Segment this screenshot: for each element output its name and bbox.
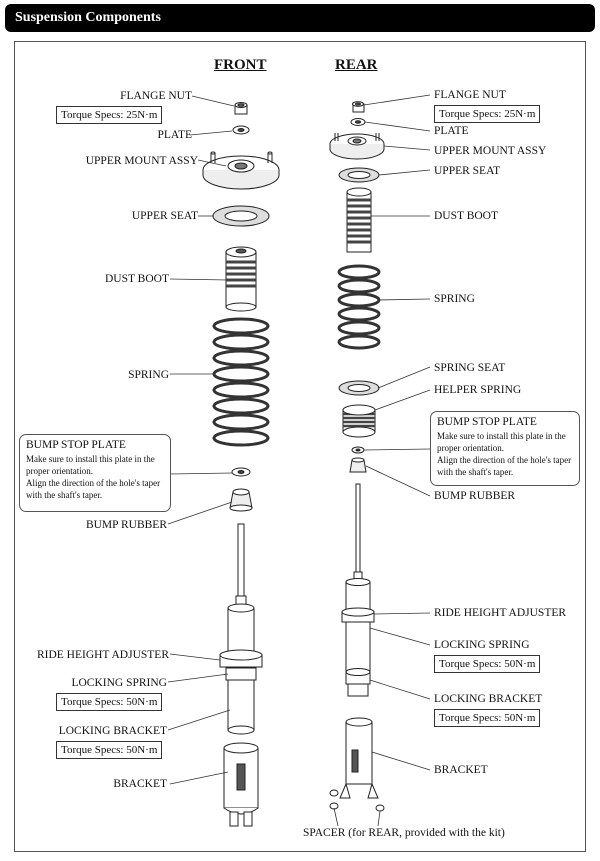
header-title: Suspension Components bbox=[15, 10, 161, 25]
front-ride-height-label: RIDE HEIGHT ADJUSTER bbox=[36, 649, 169, 661]
rear-spring-label: SPRING bbox=[434, 293, 475, 305]
front-note-line-4: with the shaft's taper. bbox=[26, 490, 103, 500]
rear-bracket-label: BRACKET bbox=[434, 764, 488, 776]
front-torque-locking-spring-box: Torque Specs: 50N·m bbox=[56, 693, 163, 711]
rear-bump-stop-note: BUMP STOP PLATE Make sure to install thi… bbox=[430, 411, 580, 486]
rear-locking-bracket-label: LOCKING BRACKET bbox=[434, 693, 543, 705]
rear-torque-locking-spring-box: Torque Specs: 50N·m bbox=[434, 655, 541, 673]
front-upper-seat-label: UPPER SEAT bbox=[131, 210, 198, 222]
front-note-line-1: Make sure to install this plate in the bbox=[26, 454, 155, 464]
rear-upper-mount-label: UPPER MOUNT ASSY bbox=[434, 145, 547, 157]
front-column-title: FRONT bbox=[214, 57, 267, 73]
rear-flange-nut bbox=[352, 101, 365, 113]
front-spring-label: SPRING bbox=[128, 369, 169, 381]
leader-lines bbox=[167, 94, 431, 827]
front-flange-nut bbox=[234, 102, 248, 115]
front-spring bbox=[212, 317, 270, 447]
rear-flange-nut-label: FLANGE NUT bbox=[434, 89, 506, 101]
rear-upper-mount bbox=[329, 133, 385, 160]
front-bump-stop-plate bbox=[231, 467, 251, 477]
rear-spring bbox=[337, 264, 381, 350]
rear-helper-spring bbox=[342, 404, 376, 438]
rear-ride-height-label: RIDE HEIGHT ADJUSTER bbox=[434, 607, 567, 619]
front-bump-rubber-label: BUMP RUBBER bbox=[85, 519, 167, 531]
diagram-frame bbox=[14, 41, 586, 852]
front-torque-locking-bracket-box: Torque Specs: 50N·m bbox=[56, 741, 163, 759]
front-note-line-2: proper orientation. bbox=[26, 466, 93, 476]
front-plate-label: PLATE bbox=[157, 129, 193, 141]
rear-dust-boot bbox=[346, 187, 372, 253]
front-locking-bracket-label: LOCKING BRACKET bbox=[58, 725, 167, 737]
rear-dust-boot-label: DUST BOOT bbox=[434, 210, 499, 222]
front-flange-nut-label: FLANGE NUT bbox=[120, 90, 192, 102]
front-plate bbox=[232, 125, 250, 135]
front-bump-stop-note: BUMP STOP PLATE Make sure to install thi… bbox=[19, 434, 171, 512]
front-upper-mount-label: UPPER MOUNT ASSY bbox=[85, 155, 198, 167]
rear-helper-spring-label: HELPER SPRING bbox=[434, 384, 522, 396]
rear-spacers bbox=[329, 789, 385, 812]
front-torque-top-box: Torque Specs: 25N·m bbox=[56, 106, 163, 124]
rear-column-title: REAR bbox=[335, 57, 378, 73]
rear-note-line-1: Make sure to install this plate in the bbox=[437, 431, 566, 441]
rear-upper-seat bbox=[338, 167, 380, 183]
rear-plate-label: PLATE bbox=[434, 125, 469, 137]
rear-torque-top-box: Torque Specs: 25N·m bbox=[434, 105, 541, 123]
rear-upper-seat-label: UPPER SEAT bbox=[434, 165, 501, 177]
rear-locking-spring-label: LOCKING SPRING bbox=[434, 639, 530, 651]
rear-bump-stop-plate bbox=[351, 446, 365, 454]
rear-note-line-4: with the shaft's taper. bbox=[437, 467, 514, 477]
rear-torque-locking-bracket-box: Torque Specs: 50N·m bbox=[434, 709, 541, 727]
rear-note-line-2: proper orientation. bbox=[437, 443, 504, 453]
front-note-line-3: Align the direction of the hole's taper bbox=[26, 478, 161, 488]
rear-spring-seat bbox=[338, 380, 380, 396]
header-bar: Suspension Components bbox=[5, 4, 595, 32]
front-upper-seat bbox=[212, 205, 270, 227]
rear-bump-rubber bbox=[349, 457, 367, 473]
rear-bracket bbox=[339, 717, 379, 799]
rear-shock-absorber bbox=[341, 483, 375, 697]
front-note-title: BUMP STOP PLATE bbox=[26, 439, 126, 451]
front-shock-absorber bbox=[219, 523, 263, 735]
front-bracket bbox=[223, 742, 259, 827]
front-dust-boot-label: DUST BOOT bbox=[104, 273, 169, 285]
front-locking-spring-label: LOCKING SPRING bbox=[71, 677, 167, 689]
rear-spring-seat-label: SPRING SEAT bbox=[434, 362, 506, 374]
front-upper-mount bbox=[202, 151, 280, 190]
rear-note-title: BUMP STOP PLATE bbox=[437, 416, 537, 428]
rear-spacer-label: SPACER (for REAR, provided with the kit) bbox=[303, 827, 505, 839]
rear-bump-rubber-label: BUMP RUBBER bbox=[434, 490, 516, 502]
rear-note-line-3: Align the direction of the hole's taper bbox=[437, 455, 572, 465]
front-dust-boot bbox=[225, 246, 257, 312]
front-bump-rubber bbox=[229, 488, 253, 512]
rear-plate bbox=[350, 118, 366, 126]
front-bracket-label: BRACKET bbox=[113, 778, 167, 790]
